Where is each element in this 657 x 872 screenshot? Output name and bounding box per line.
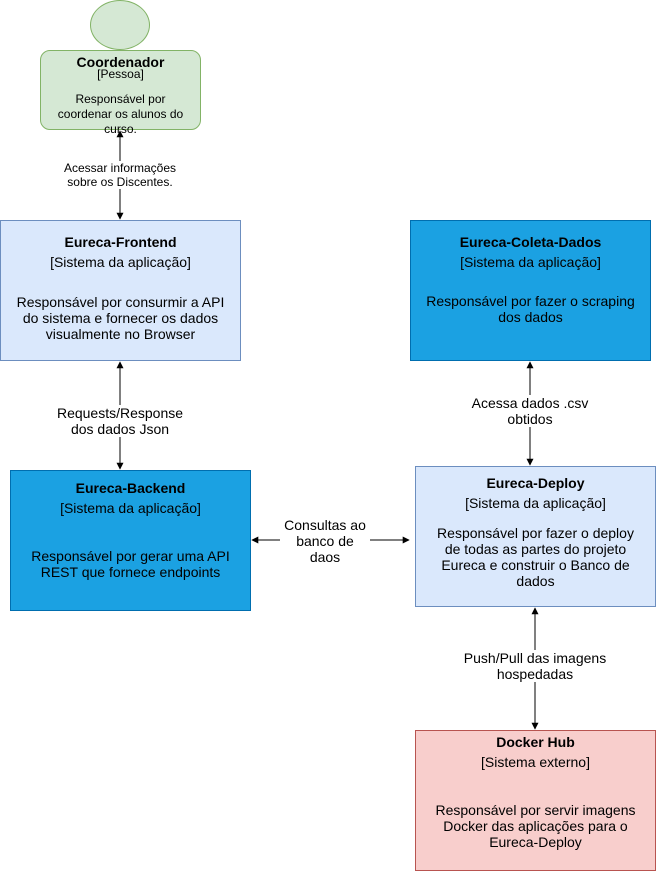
relation-label-backend-deploy: Consultas ao banco de daos xyxy=(280,517,370,565)
system-name: Docker Hub xyxy=(496,734,575,750)
system-description: Responsável por servir imagens Docker da… xyxy=(435,802,636,850)
system-description: Responsável por fazer o deploy de todas … xyxy=(437,525,634,589)
system-eureca-coleta-dados: Eureca-Coleta-Dados [Sistema da aplicaçã… xyxy=(410,220,651,361)
person-description: Responsável por coordenar os alunos do c… xyxy=(57,92,184,136)
system-name: Eureca-Backend xyxy=(75,480,186,496)
system-description: Responsável por consurmir a API do siste… xyxy=(16,294,225,342)
system-type: [Sistema da aplicação] xyxy=(50,254,191,270)
system-type: [Sistema da aplicação] xyxy=(460,254,601,270)
person-head-shape xyxy=(90,0,150,50)
system-name: Eureca-Coleta-Dados xyxy=(459,234,602,250)
system-name: Eureca-Frontend xyxy=(64,234,177,250)
system-name: Eureca-Deploy xyxy=(486,475,585,491)
system-description: Responsável por fazer o scraping dos dad… xyxy=(426,293,635,325)
system-type: [Sistema externo] xyxy=(481,754,590,770)
person-coordenador: Coordenador [Pessoa] Responsável por coo… xyxy=(40,50,201,136)
relation-label-coleta-deploy: Acessa dados .csv obtidos xyxy=(465,395,595,427)
system-type: [Sistema da aplicação] xyxy=(465,495,606,511)
relation-label-frontend-backend: Requests/Response dos dados Json xyxy=(50,405,190,437)
system-description: Responsável por gerar uma API REST que f… xyxy=(31,548,230,580)
person-name: Coordenador xyxy=(76,54,165,70)
relation-label-person-frontend: Acessar informações sobre os Discentes. xyxy=(58,161,182,189)
system-docker-hub: Docker Hub [Sistema externo] Responsável… xyxy=(415,730,656,871)
system-eureca-deploy: Eureca-Deploy [Sistema da aplicação] Res… xyxy=(415,466,656,607)
system-eureca-backend: Eureca-Backend [Sistema da aplicação] Re… xyxy=(10,470,251,611)
system-eureca-frontend: Eureca-Frontend [Sistema da aplicação] R… xyxy=(0,220,241,361)
relation-label-deploy-dockerhub: Push/Pull das imagens hospedadas xyxy=(462,650,608,682)
person-type: [Pessoa] xyxy=(97,67,144,81)
system-type: [Sistema da aplicação] xyxy=(60,500,201,516)
